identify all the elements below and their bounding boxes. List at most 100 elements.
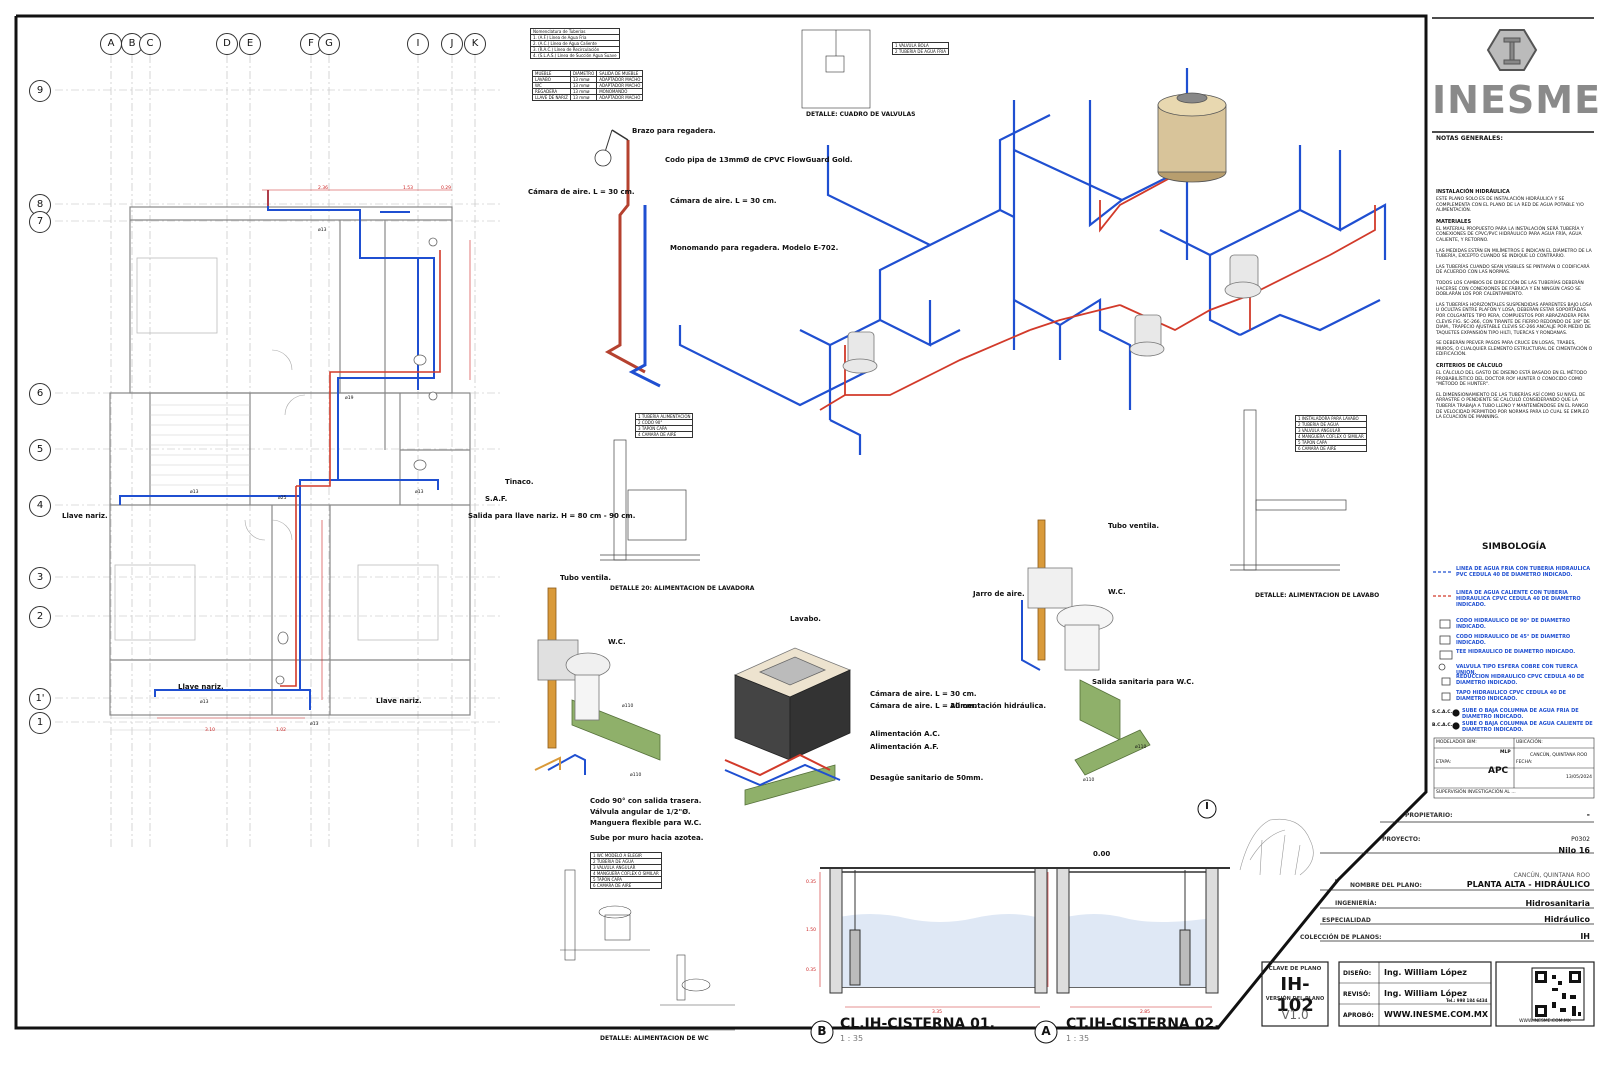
fixtures-cell: LLAVE DE NARIZ	[532, 94, 571, 101]
cistern2-mark-circle	[1034, 1020, 1058, 1044]
symbology-item: LINEA DE AGUA FRIA CON TUBERIA HIDRAULIC…	[1456, 566, 1591, 578]
wc-left-label: Sube por muro hacia azotea.	[590, 834, 704, 842]
cistern2-mark: A	[1041, 1024, 1051, 1038]
lavabo-legend-row: 1 INSTALADORA PARA LAVABO	[1295, 415, 1367, 422]
wc-legend-row: 4 MANGUERA COFLEX O SIMILAR	[590, 870, 662, 877]
tb-version-value: V1.0	[1281, 1008, 1309, 1022]
tb-proyecto-value: Nilo 16	[1558, 846, 1590, 855]
tb-nombre-label: NOMBRE DEL PLANO:	[1350, 882, 1422, 889]
cistern-dim: 2.85	[1140, 1010, 1151, 1015]
cistern2-scale: 1 : 35	[1066, 1034, 1090, 1043]
lavabo-title: DETALLE: ALIMENTACION DE LAVABO	[1255, 592, 1380, 599]
plan-dim: 1.02	[276, 728, 287, 733]
notes-paragraph: SE DEBERÁN PREVER PASOS PARA CRUCE EN LO…	[1436, 341, 1593, 358]
symbology-code: S.C.A.C.	[1432, 710, 1453, 715]
tb-proyecto-label: PROYECTO:	[1382, 836, 1421, 843]
tinaco	[1157, 92, 1227, 183]
tb-diseno-value: Ing. William López	[1384, 968, 1467, 977]
wc-left-label: W.C.	[608, 638, 626, 646]
tb-especialidad-label: ESPECIALIDAD	[1322, 917, 1371, 924]
grid-column-bubble: D	[216, 33, 238, 55]
tb-especialidad-value: Hidráulico	[1544, 915, 1590, 924]
grid-row-bubble: 2	[29, 606, 51, 628]
info-modelador-label: MODELADOR BIM:	[1436, 740, 1477, 745]
qr-code	[1531, 967, 1585, 1021]
plan-label: Llave nariz.	[62, 512, 108, 520]
iso-wc-fixtures	[842, 254, 1262, 374]
wc-right-label: ø110	[1135, 745, 1147, 750]
cistern1-mark: B	[817, 1024, 827, 1038]
cistern-dim: 0.35	[806, 880, 817, 885]
notes-paragraph: EL DIMENSIONAMIENTO DE LAS TUBERÍAS ASÍ …	[1436, 392, 1590, 421]
info-footer: SUPERVISIÓN INVESTIGACIÓN AL ...	[1436, 790, 1516, 795]
sink-label: Desagüe sanitario de 50mm.	[870, 774, 984, 782]
tb-diseno-label: DISEÑO:	[1343, 970, 1372, 977]
notes-paragraph: LAS MEDIDAS ESTÁN EN MILÍMETROS E INDICA…	[1436, 248, 1592, 260]
lavabo-legend: 1 INSTALADORA PARA LAVABO 2 TUBERIA DE A…	[1295, 415, 1367, 452]
grid-row-bubble: 9	[29, 80, 51, 102]
grid-row-bubble: 4	[29, 495, 51, 517]
lavabo-detail	[1230, 409, 1347, 571]
sink-iso	[724, 647, 852, 806]
plan-diameter: ø13	[310, 722, 319, 727]
tb-aprobo-value: WWW.INESME.COM.MX	[1384, 1010, 1489, 1019]
shower-label: Cámara de aire. L = 30 cm.	[528, 188, 635, 196]
notes-paragraph: LAS TUBERÍAS CUANDO SEAN VISIBLES SE PIN…	[1436, 264, 1590, 276]
isometric-network	[678, 68, 1387, 455]
floor-walls	[109, 206, 471, 716]
cistern2-title: CT.IH-CISTERNA 02.	[1066, 1016, 1220, 1032]
grid-row-bubble: 3	[29, 567, 51, 589]
tb-reviso-tel: Tel.: 998 184 6434	[1446, 998, 1488, 1003]
plan-hot-water	[267, 190, 441, 687]
tb-version-label: VERSIÓN DEL PLANO	[1265, 996, 1325, 1002]
fixtures-cell: ADAPTADOR MACHO	[596, 82, 644, 89]
wc-right-label: Jarro de aire.	[973, 590, 1025, 598]
plan-dim: 3.10	[205, 728, 216, 733]
valves-title: DETALLE: CUADRO DE VALVULAS	[806, 111, 916, 118]
notes-paragraph: ESTE PLANO SOLO ES DE INSTALACIÓN HIDRÁU…	[1436, 197, 1584, 214]
grid-row-bubble: 7	[29, 211, 51, 233]
symbology-item: TEE HIDRAULICO DE DIAMETRO INDICADO.	[1456, 649, 1576, 655]
wc-left-label: Manguera flexible para W.C.	[590, 819, 702, 827]
grid-row-bubble: 5	[29, 439, 51, 461]
cistern-dim: 0.35	[806, 968, 817, 973]
tb-clave-label: CLAVE DE PLANO	[1268, 966, 1322, 972]
cistern1-mark-circle	[810, 1020, 834, 1044]
tb-reviso-value: Ing. William López	[1384, 989, 1467, 998]
wc-left-label: ø110	[630, 773, 642, 778]
cistern-dim: 1.50	[806, 928, 817, 933]
beds	[114, 257, 439, 641]
grid-column-bubble: J	[441, 33, 463, 55]
tb-reviso-label: REVISÓ:	[1343, 991, 1371, 998]
wc-legend-row: 6 CAMARA DE AIRE	[590, 882, 662, 889]
plan-label: Tinaco.	[505, 478, 534, 486]
info-etapa-label: ETAPA:	[1436, 760, 1452, 765]
notes-heading: CRITERIOS DE CÁLCULO	[1436, 363, 1503, 370]
plan-diameter: ø13	[318, 228, 327, 233]
shower-head	[594, 149, 612, 167]
tb-nombre-value: PLANTA ALTA - HIDRÁULICO	[1466, 880, 1590, 889]
fixtures-cell: ADAPTADOR MACHO	[596, 94, 644, 101]
cistern1-scale: 1 : 35	[840, 1034, 864, 1043]
notes-paragraph: EL MATERIAL PROPUESTO PARA LA INSTALACIÓ…	[1436, 226, 1584, 243]
wc-right-label: Salida sanitaria para W.C.	[1092, 678, 1195, 686]
notes-paragraph: LAS TUBERÍAS HORIZONTALES SUSPENDIDAS AP…	[1436, 302, 1592, 336]
shower-label: Codo pipa de 13mmØ de CPVC FlowGuard Gol…	[665, 156, 853, 164]
plan-diameter: ø13	[415, 490, 424, 495]
symbology-icons	[1433, 571, 1460, 730]
section-mark-label: I	[1205, 801, 1209, 812]
info-fecha-label: FECHA:	[1516, 760, 1533, 765]
symbology-item: VALVULA TIPO ESFERA COBRE CON TUERCA UNI…	[1456, 664, 1578, 676]
plant-sketch	[1239, 818, 1314, 876]
tb-aprobo-label: APROBÓ:	[1343, 1012, 1374, 1019]
cistern-01	[820, 867, 1060, 994]
symbology-item: CODO HIDRAULICO DE 90° DE DIAMETRO INDIC…	[1456, 618, 1571, 630]
section-mark	[1197, 799, 1217, 819]
cistern-level: 0.00	[1093, 850, 1111, 858]
plan-dim: 2.36	[318, 186, 329, 191]
notes-paragraph: EL CÁLCULO DEL GASTO DE DISEÑO ESTÁ BASA…	[1436, 371, 1587, 388]
lavabo-legend-row: 4 MANGUERA COFLEX O SIMILAR	[1295, 433, 1367, 440]
plan-dim: 1.53	[403, 186, 414, 191]
